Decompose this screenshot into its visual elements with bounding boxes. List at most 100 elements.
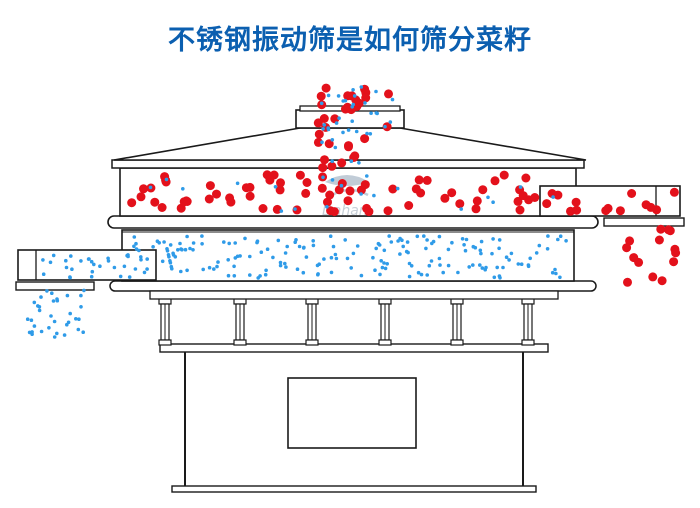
- blue-particle-226: [232, 264, 236, 269]
- blue-particle-380: [79, 305, 83, 309]
- red-particle-119: [302, 178, 312, 187]
- blue-particle-64: [330, 138, 335, 142]
- blue-particle-191: [519, 262, 524, 267]
- blue-particle-37: [337, 116, 341, 120]
- blue-particle-144: [359, 192, 363, 196]
- blue-particle-213: [259, 250, 264, 254]
- red-particle-77: [205, 181, 215, 191]
- blue-particle-190: [329, 255, 334, 260]
- blue-particle-345: [437, 256, 442, 261]
- blue-particle-195: [398, 252, 402, 256]
- blue-particle-140: [273, 185, 278, 189]
- blue-particle-283: [407, 261, 412, 266]
- blue-particle-41: [359, 85, 364, 89]
- blue-particle-323: [316, 272, 320, 277]
- red-particle-126: [225, 193, 235, 203]
- blue-particle-63: [320, 140, 324, 144]
- blue-particle-158: [339, 183, 344, 188]
- red-particle-48: [318, 163, 328, 173]
- red-particle-89: [364, 207, 374, 217]
- blue-particle-305: [422, 234, 426, 238]
- blue-particle-145: [395, 186, 400, 191]
- blue-particle-384: [36, 304, 40, 308]
- blue-particle-243: [437, 234, 442, 239]
- blue-particle-324: [200, 242, 204, 246]
- red-particle-19: [351, 95, 361, 105]
- blue-particle-234: [132, 235, 137, 239]
- blue-particle-209: [315, 263, 320, 268]
- blue-particle-181: [151, 245, 155, 249]
- blue-particle-66: [326, 126, 331, 130]
- blue-particle-249: [424, 246, 428, 251]
- inspection-window: [287, 377, 417, 449]
- blue-particle-347: [534, 251, 539, 255]
- red-particle-95: [345, 186, 355, 196]
- spring-post-1: [158, 297, 172, 346]
- red-particle-49: [337, 158, 347, 168]
- red-particle-127: [515, 205, 525, 215]
- red-particle-87: [343, 196, 353, 206]
- blue-particle-290: [446, 263, 451, 268]
- blue-particle-403: [51, 299, 56, 303]
- blue-particle-236: [396, 239, 400, 243]
- blue-particle-154: [279, 209, 284, 213]
- red-particle-420: [572, 205, 582, 215]
- blue-particle-189: [264, 268, 268, 273]
- blue-particle-157: [330, 178, 335, 182]
- blue-particle-62: [333, 145, 338, 150]
- red-particle-429: [648, 272, 658, 282]
- blue-particle-162: [343, 238, 348, 242]
- red-particle-120: [295, 170, 305, 180]
- blue-particle-392: [29, 318, 34, 323]
- red-particle-434: [623, 277, 632, 287]
- blue-particle-61: [346, 128, 351, 132]
- red-particle-424: [656, 224, 666, 234]
- red-particle-103: [547, 189, 557, 198]
- blue-particle-211: [553, 267, 557, 272]
- blue-particle-29: [319, 101, 324, 106]
- red-particle-79: [317, 183, 327, 193]
- red-particle-111: [518, 191, 528, 201]
- blue-particle-344: [497, 246, 501, 251]
- blue-particle-313: [302, 245, 306, 250]
- red-particle-132: [383, 206, 393, 216]
- blue-particle-261: [495, 265, 500, 270]
- blue-particle-359: [142, 270, 147, 275]
- blue-particle-289: [301, 270, 306, 275]
- red-particle-418: [641, 200, 651, 210]
- red-particle-101: [212, 189, 221, 199]
- red-particle-426: [654, 235, 664, 245]
- blue-particle-205: [446, 247, 451, 252]
- red-particle-53: [314, 129, 324, 139]
- red-particle-46: [313, 137, 323, 147]
- red-particle-123: [360, 180, 370, 190]
- red-particle-20: [319, 114, 329, 123]
- blue-particle-22: [322, 123, 327, 127]
- red-particle-78: [136, 192, 146, 202]
- blue-particle-329: [248, 273, 252, 277]
- blue-particle-210: [464, 237, 469, 242]
- blue-particle-332: [207, 265, 212, 270]
- blue-particle-179: [132, 244, 136, 249]
- spring-supports: [158, 297, 535, 346]
- blue-particle-55: [357, 161, 361, 165]
- blue-particle-306: [216, 260, 220, 264]
- blue-particle-169: [200, 234, 204, 238]
- blue-particle-309: [371, 255, 375, 260]
- blue-particle-342: [479, 251, 483, 256]
- blue-particle-184: [165, 249, 170, 253]
- blue-particle-395: [32, 300, 37, 305]
- blue-particle-222: [355, 244, 360, 248]
- blue-particle-316: [283, 251, 288, 255]
- blue-particle-296: [419, 272, 424, 277]
- blue-particle-151: [518, 185, 523, 189]
- blue-particle-281: [235, 254, 240, 259]
- blue-particle-224: [401, 244, 406, 249]
- blue-particle-24: [352, 94, 357, 98]
- blue-particle-156: [365, 174, 369, 178]
- blue-particle-252: [263, 272, 268, 277]
- blue-particle-56: [330, 159, 335, 163]
- blue-particle-353: [118, 274, 123, 279]
- blue-particle-406: [32, 324, 37, 328]
- blue-particle-172: [378, 272, 382, 277]
